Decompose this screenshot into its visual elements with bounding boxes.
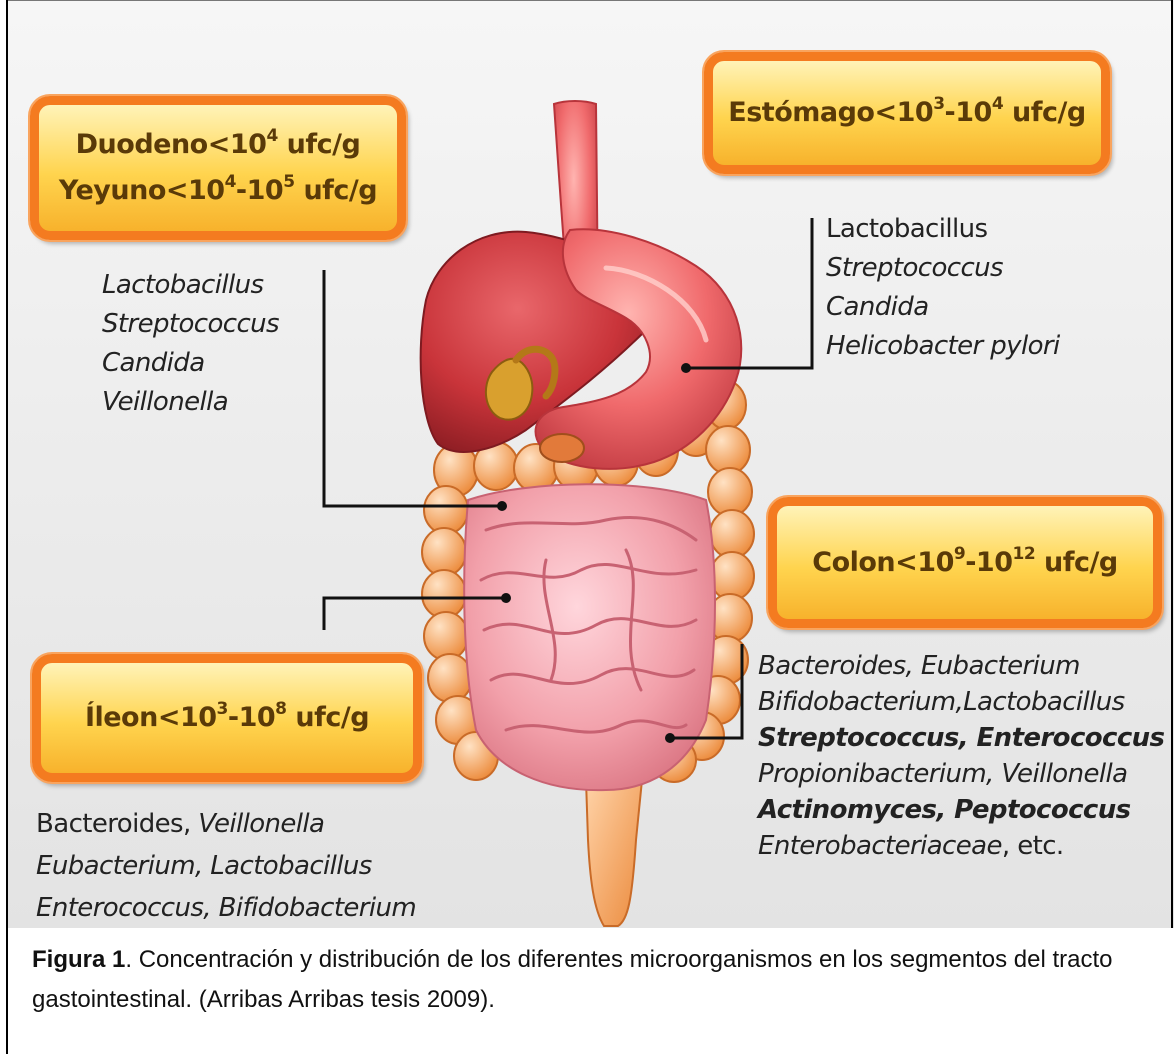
marker-duodeno <box>497 501 507 511</box>
figure-caption: Figura 1. Concentración y distribución d… <box>32 940 1152 1020</box>
pancreas <box>540 434 584 462</box>
species-item: Actinomyces, Peptococcus <box>758 792 1164 828</box>
frame-right-border <box>1171 0 1173 928</box>
colon-species-list: Bacteroides, Eubacterium Bifidobacterium… <box>758 648 1164 864</box>
species-item: Eubacterium, Lactobacillus <box>36 845 416 887</box>
estomago-label-box: Estómago<103-104 ufc/g <box>704 52 1110 174</box>
duodeno-concentration: Duodeno<104 ufc/g <box>76 122 361 168</box>
ileon-species-list: Bacteroides, Veillonella Eubacterium, La… <box>36 803 416 929</box>
estomago-concentration: Estómago<103-104 ufc/g <box>728 90 1085 136</box>
duodeno-species-list: Lactobacillus Streptococcus Candida Veil… <box>102 266 279 422</box>
colon-concentration: Colon<109-1012 ufc/g <box>812 540 1117 586</box>
caption-text: . Concentración y distribución de los di… <box>32 946 1113 1013</box>
species-item: Lactobacillus <box>102 266 279 305</box>
species-item: Bacteroides, Veillonella <box>36 803 416 845</box>
marker-ileon <box>501 593 511 603</box>
estomago-species-list: Lactobacillus Streptococcus Candida Heli… <box>826 210 1060 366</box>
species-item: Lactobacillus <box>826 210 1060 249</box>
species-item: Streptococcus <box>826 249 1060 288</box>
species-item: Enterobacteriaceae, etc. <box>758 828 1164 864</box>
species-item: Streptococcus, Enterococcus <box>758 720 1164 756</box>
marker-colon <box>665 733 675 743</box>
yeyuno-concentration: Yeyuno<104-105 ufc/g <box>59 168 377 214</box>
species-item: Helicobacter pylori <box>826 327 1060 366</box>
species-item: Veillonella <box>102 383 279 422</box>
frame-top-border <box>6 0 1172 1</box>
species-item: Candida <box>102 344 279 383</box>
species-item: Candida <box>826 288 1060 327</box>
species-item: Propionibacterium, Veillonella <box>758 756 1164 792</box>
marker-estomago <box>681 363 691 373</box>
species-item: Bacteroides, Eubacterium <box>758 648 1164 684</box>
species-item: Enterococcus, Bifidobacterium <box>36 887 416 929</box>
caption-label: Figura 1 <box>32 946 125 973</box>
figure: Duodeno<104 ufc/g Yeyuno<104-105 ufc/g E… <box>6 0 1174 1054</box>
frame-left-border <box>6 0 8 1054</box>
duodeno-yeyuno-label-box: Duodeno<104 ufc/g Yeyuno<104-105 ufc/g <box>30 96 406 240</box>
ileon-concentration: Íleon<103-108 ufc/g <box>85 695 369 741</box>
species-item: Bifidobacterium,Lactobacillus <box>758 684 1164 720</box>
colon-label-box: Colon<109-1012 ufc/g <box>768 497 1162 628</box>
ileon-label-box: Íleon<103-108 ufc/g <box>32 654 422 782</box>
small-intestine <box>464 484 715 790</box>
rectum <box>586 780 642 926</box>
species-item: Streptococcus <box>102 305 279 344</box>
